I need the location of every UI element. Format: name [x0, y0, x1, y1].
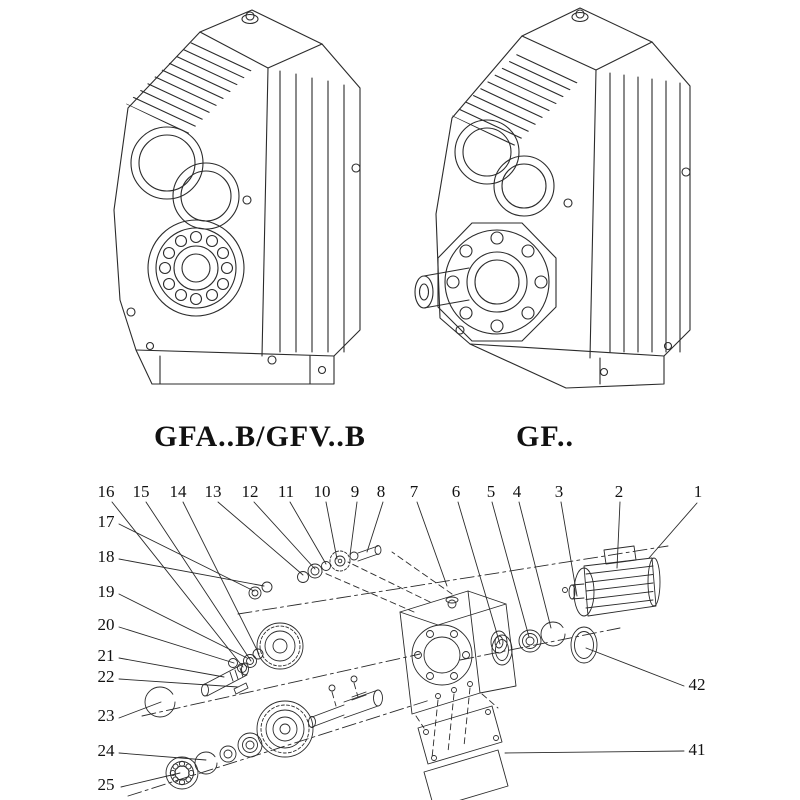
snap-ring — [194, 751, 218, 775]
callout-15: 15 — [133, 482, 150, 501]
callout-23: 23 — [98, 706, 115, 725]
callout-25: 25 — [98, 775, 115, 794]
callout-12: 12 — [242, 482, 259, 501]
callout-13: 13 — [205, 482, 222, 501]
callout-8: 8 — [377, 482, 386, 501]
callout-20: 20 — [98, 615, 115, 634]
gearbox-silhouette — [113, 9, 361, 385]
side-ribs — [279, 70, 345, 353]
gearbox-iso-drawing-gf — [414, 7, 691, 389]
cooling-fins — [126, 42, 258, 134]
gearbox-iso-drawing-gfab — [113, 9, 361, 385]
callout-6: 6 — [452, 482, 461, 501]
gearbox-silhouette — [435, 7, 691, 389]
lifting-eye-hole — [245, 11, 255, 21]
snap-ring — [540, 621, 566, 647]
callout-21: 21 — [98, 646, 115, 665]
intermediate-gear — [259, 625, 301, 667]
input-bores — [130, 126, 240, 230]
callout-1: 1 — [694, 482, 703, 501]
callout-11: 11 — [278, 482, 294, 501]
callout-22: 22 — [98, 667, 115, 686]
callout-19: 19 — [98, 582, 115, 601]
model-label-right: GF.. — [516, 420, 574, 453]
callout-24: 24 — [98, 741, 116, 760]
callout-7: 7 — [410, 482, 419, 501]
input-washers — [248, 581, 273, 600]
callout-42: 42 — [689, 675, 706, 694]
callout-17: 17 — [98, 512, 116, 531]
model-label-left: GFA..B/GFV..B — [154, 420, 366, 453]
pinion-gear — [329, 550, 351, 572]
output-shaft-assembly — [165, 675, 383, 790]
side-ribs — [609, 72, 681, 353]
motor-terminal-box — [603, 545, 637, 565]
base-feet — [135, 341, 335, 385]
callout-4: 4 — [513, 482, 522, 501]
electric-motor — [562, 545, 661, 617]
callout-16: 16 — [98, 482, 115, 501]
exploded-view — [111, 501, 698, 800]
callout-numbers: 16 15 14 13 12 11 10 9 8 7 6 5 4 3 2 1 1… — [98, 482, 706, 794]
output-shaft — [414, 267, 470, 309]
leader-lines — [111, 501, 698, 788]
shaft-key — [233, 682, 249, 695]
assembly-axis-lines — [127, 545, 669, 797]
pinion-shaft — [201, 662, 249, 697]
cover-ring — [570, 626, 598, 664]
callout-10: 10 — [314, 482, 331, 501]
lifting-eye-hole — [575, 9, 585, 19]
input-bores — [454, 119, 555, 217]
construction-lines — [321, 551, 499, 759]
intermediate-gear-assembly — [228, 622, 304, 673]
cover-side-rings — [491, 621, 598, 666]
base-feet — [469, 341, 673, 385]
output-flange — [437, 222, 557, 342]
output-gear — [260, 704, 310, 754]
gasket-and-cover-plates — [417, 681, 509, 800]
callout-3: 3 — [555, 482, 564, 501]
callout-18: 18 — [98, 547, 115, 566]
input-pinion-assembly — [297, 545, 382, 583]
motor-flange — [573, 567, 595, 617]
callout-2: 2 — [615, 482, 624, 501]
retaining-ring-large — [144, 686, 176, 718]
callout-5: 5 — [487, 482, 496, 501]
callout-14: 14 — [170, 482, 188, 501]
callout-9: 9 — [351, 482, 360, 501]
cooling-fins — [452, 54, 586, 146]
bearing-face — [147, 219, 245, 317]
callout-41: 41 — [689, 740, 706, 759]
